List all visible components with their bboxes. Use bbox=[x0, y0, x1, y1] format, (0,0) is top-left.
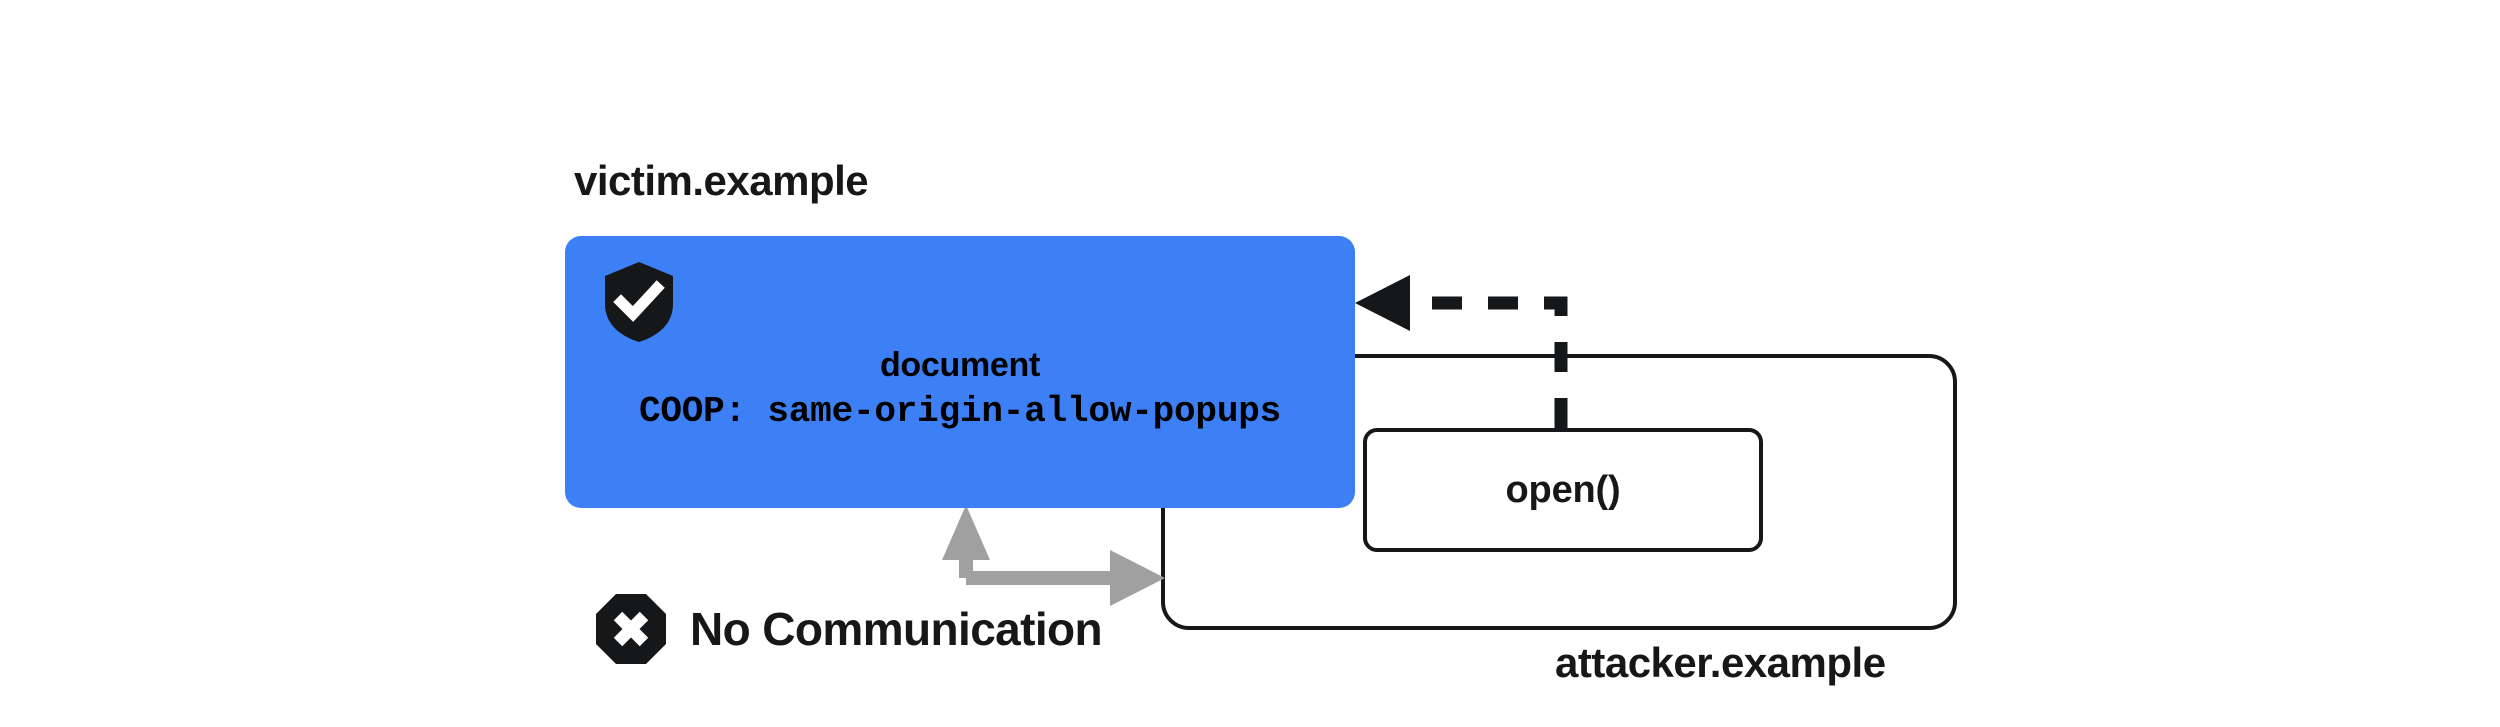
attacker-origin-label: attacker.example bbox=[1555, 639, 1886, 686]
open-call-dashed-path bbox=[1405, 296, 1568, 428]
attacker-open-popup-box[interactable]: open() bbox=[1363, 428, 1763, 552]
no-communication-arrow-path bbox=[959, 538, 1150, 585]
no-communication-annotation: No Communication bbox=[594, 592, 1103, 666]
open-call-arrowhead-icon bbox=[1355, 275, 1410, 331]
blocked-octagon-x-icon bbox=[596, 594, 666, 664]
no-communication-arrowhead-up-icon bbox=[942, 505, 990, 560]
shield-check-icon bbox=[605, 262, 673, 342]
victim-card-coop-header: COOP: same-origin-allow-popups bbox=[638, 391, 1282, 432]
victim-card-heading: document bbox=[879, 346, 1041, 384]
victim-document-card[interactable]: document COOP: same-origin-allow-popups bbox=[565, 236, 1355, 508]
victim-origin-label: victim.example bbox=[574, 157, 869, 204]
no-communication-label: No Communication bbox=[690, 603, 1103, 655]
victim-card-text-block: document COOP: same-origin-allow-popups bbox=[565, 344, 1355, 438]
open-popup-label: open() bbox=[1505, 468, 1621, 511]
no-communication-arrowhead-right-icon bbox=[1110, 550, 1165, 606]
